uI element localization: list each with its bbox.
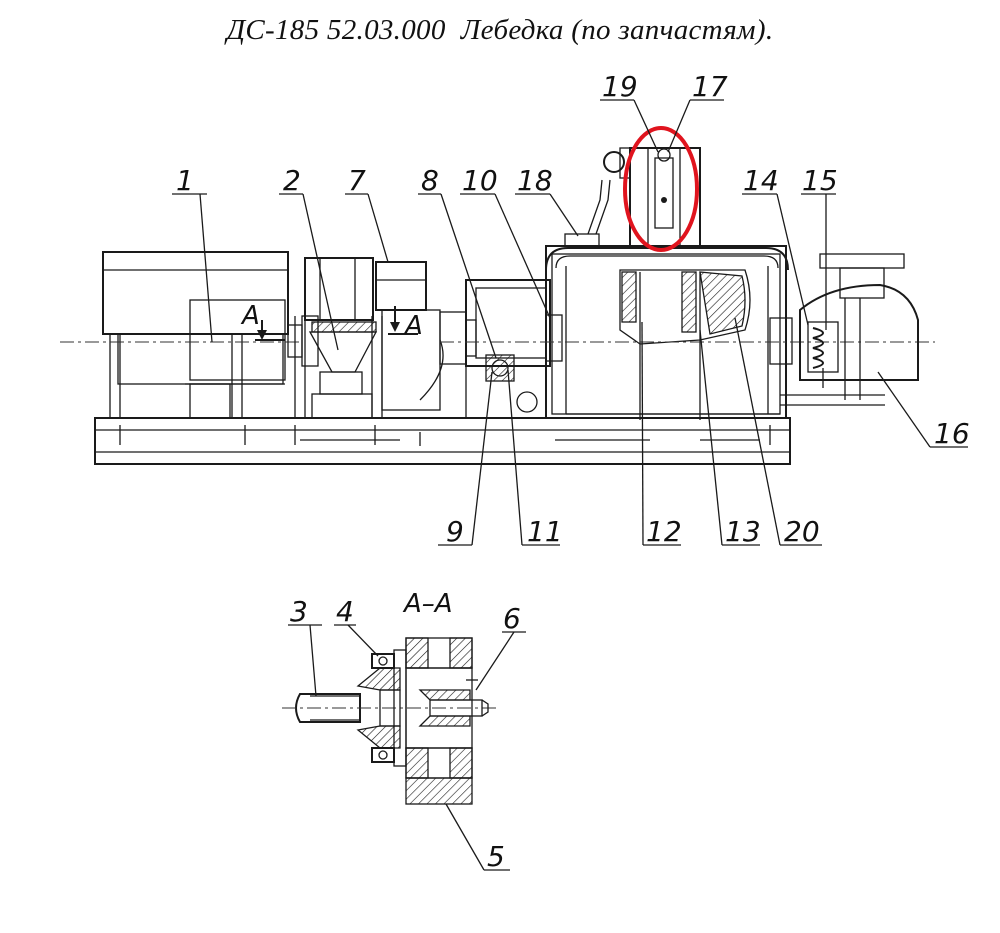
callout-16: 16 xyxy=(934,417,970,450)
section-mark-right: А xyxy=(388,306,423,341)
callout-2: 2 xyxy=(283,164,301,197)
section-title: А–А xyxy=(402,589,453,619)
callout-15: 15 xyxy=(802,164,838,197)
section-mark-left: А xyxy=(240,301,285,341)
callout-19: 19 xyxy=(602,70,638,103)
main-view: А А xyxy=(60,126,935,465)
callout-8: 8 xyxy=(421,164,439,197)
base-frame xyxy=(94,417,791,465)
coupling-and-gearbox xyxy=(287,257,477,419)
callout-12: 12 xyxy=(646,515,682,548)
callout-3: 3 xyxy=(290,595,308,628)
section-mark-a-left: А xyxy=(240,301,260,331)
highlight-ellipse xyxy=(623,126,699,252)
rope-tensioner xyxy=(780,253,919,406)
callouts: 1 2 7 8 10 18 19 17 14 15 xyxy=(172,70,970,548)
callout-17: 17 xyxy=(692,70,728,103)
callout-20: 20 xyxy=(784,515,820,548)
callout-13: 13 xyxy=(725,515,761,548)
callout-10: 10 xyxy=(462,164,498,197)
winch-drum xyxy=(440,245,935,420)
shaft-housing xyxy=(465,279,563,419)
callout-6: 6 xyxy=(503,602,521,635)
section-mark-a-right: А xyxy=(403,311,423,341)
callout-4: 4 xyxy=(336,595,354,628)
page-title: ДС-185 52.03.000 Лебедка (по запчастям). xyxy=(226,14,774,46)
rope-guide-bracket xyxy=(564,147,701,247)
callout-9: 9 xyxy=(446,515,464,548)
callout-5: 5 xyxy=(487,840,505,873)
section-a-a-view: А–А 3 4 xyxy=(282,589,526,873)
callout-18: 18 xyxy=(517,164,553,197)
callout-1: 1 xyxy=(176,164,194,197)
callout-11: 11 xyxy=(527,515,563,548)
callout-14: 14 xyxy=(743,164,779,197)
callout-7: 7 xyxy=(348,164,366,197)
electric-motor xyxy=(60,251,300,419)
